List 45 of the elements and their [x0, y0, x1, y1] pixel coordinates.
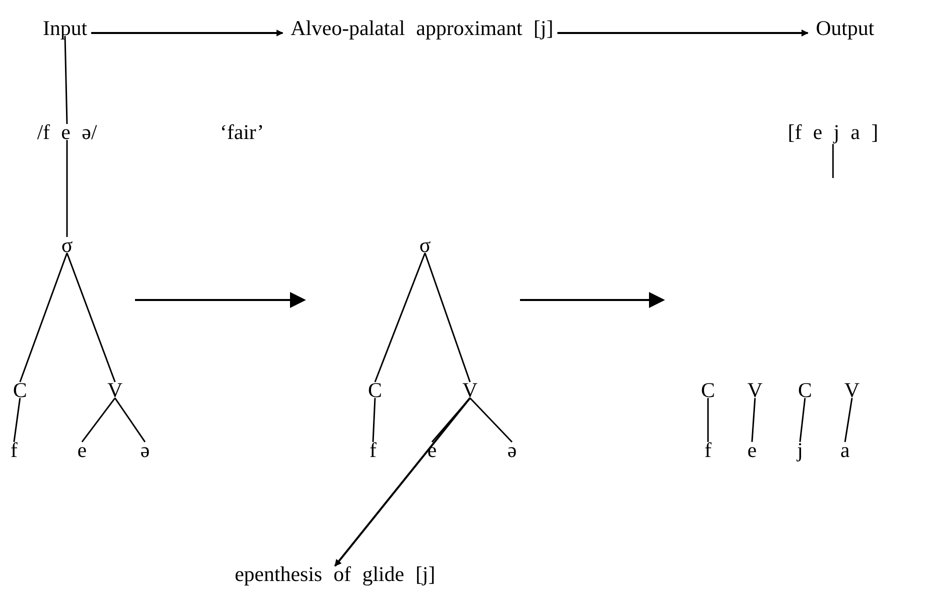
segment-symbol: C — [798, 378, 812, 402]
segment-symbol: e — [77, 438, 87, 462]
connector-line — [81, 398, 116, 442]
text-label: epenthesis of glide [j] — [234, 562, 436, 586]
connector-line — [799, 398, 806, 442]
segment-symbol: f — [704, 438, 712, 462]
segment-symbol: a — [840, 438, 850, 462]
connector-line — [751, 398, 756, 442]
segment-symbol: C — [368, 378, 382, 402]
arrow — [91, 30, 284, 36]
syllable-symbol: σ — [419, 234, 431, 256]
segment-symbol: ə — [507, 438, 517, 462]
connector-line — [13, 398, 21, 442]
text-label: /f e ə/ — [37, 120, 97, 144]
text-label: Output — [816, 16, 874, 40]
arrow — [334, 397, 471, 567]
arrow — [557, 30, 809, 36]
segment-symbol: j — [797, 438, 803, 462]
segment-symbol: C — [701, 378, 715, 402]
connector-line — [707, 398, 709, 442]
connector-line — [844, 398, 853, 442]
connector-line — [19, 252, 68, 382]
text-label: Alveo-palatal approximant [j] — [290, 16, 554, 40]
connector-line — [374, 252, 426, 382]
connector-line — [424, 252, 471, 382]
segment-symbol: V — [747, 378, 763, 402]
connector-line — [66, 140, 68, 237]
segment-symbol: C — [13, 378, 27, 402]
connector-line — [114, 398, 146, 442]
segment-symbol: V — [462, 378, 478, 402]
syllable-symbol: σ — [61, 234, 73, 256]
segment-symbol: f — [370, 438, 376, 462]
connector-line — [469, 398, 513, 442]
segment-symbol: f — [10, 438, 18, 462]
connector-line — [64, 36, 68, 124]
text-label: [f e j a ] — [788, 120, 878, 144]
connector-line — [66, 252, 116, 382]
segment-symbol: ə — [140, 438, 150, 462]
segment-symbol: V — [107, 378, 123, 402]
text-label: Input — [42, 16, 88, 40]
segment-symbol: V — [844, 378, 860, 402]
text-label: ‘fair’ — [220, 120, 264, 144]
connector-line — [372, 398, 376, 442]
segment-symbol: e — [747, 438, 757, 462]
connector-line — [832, 144, 834, 178]
